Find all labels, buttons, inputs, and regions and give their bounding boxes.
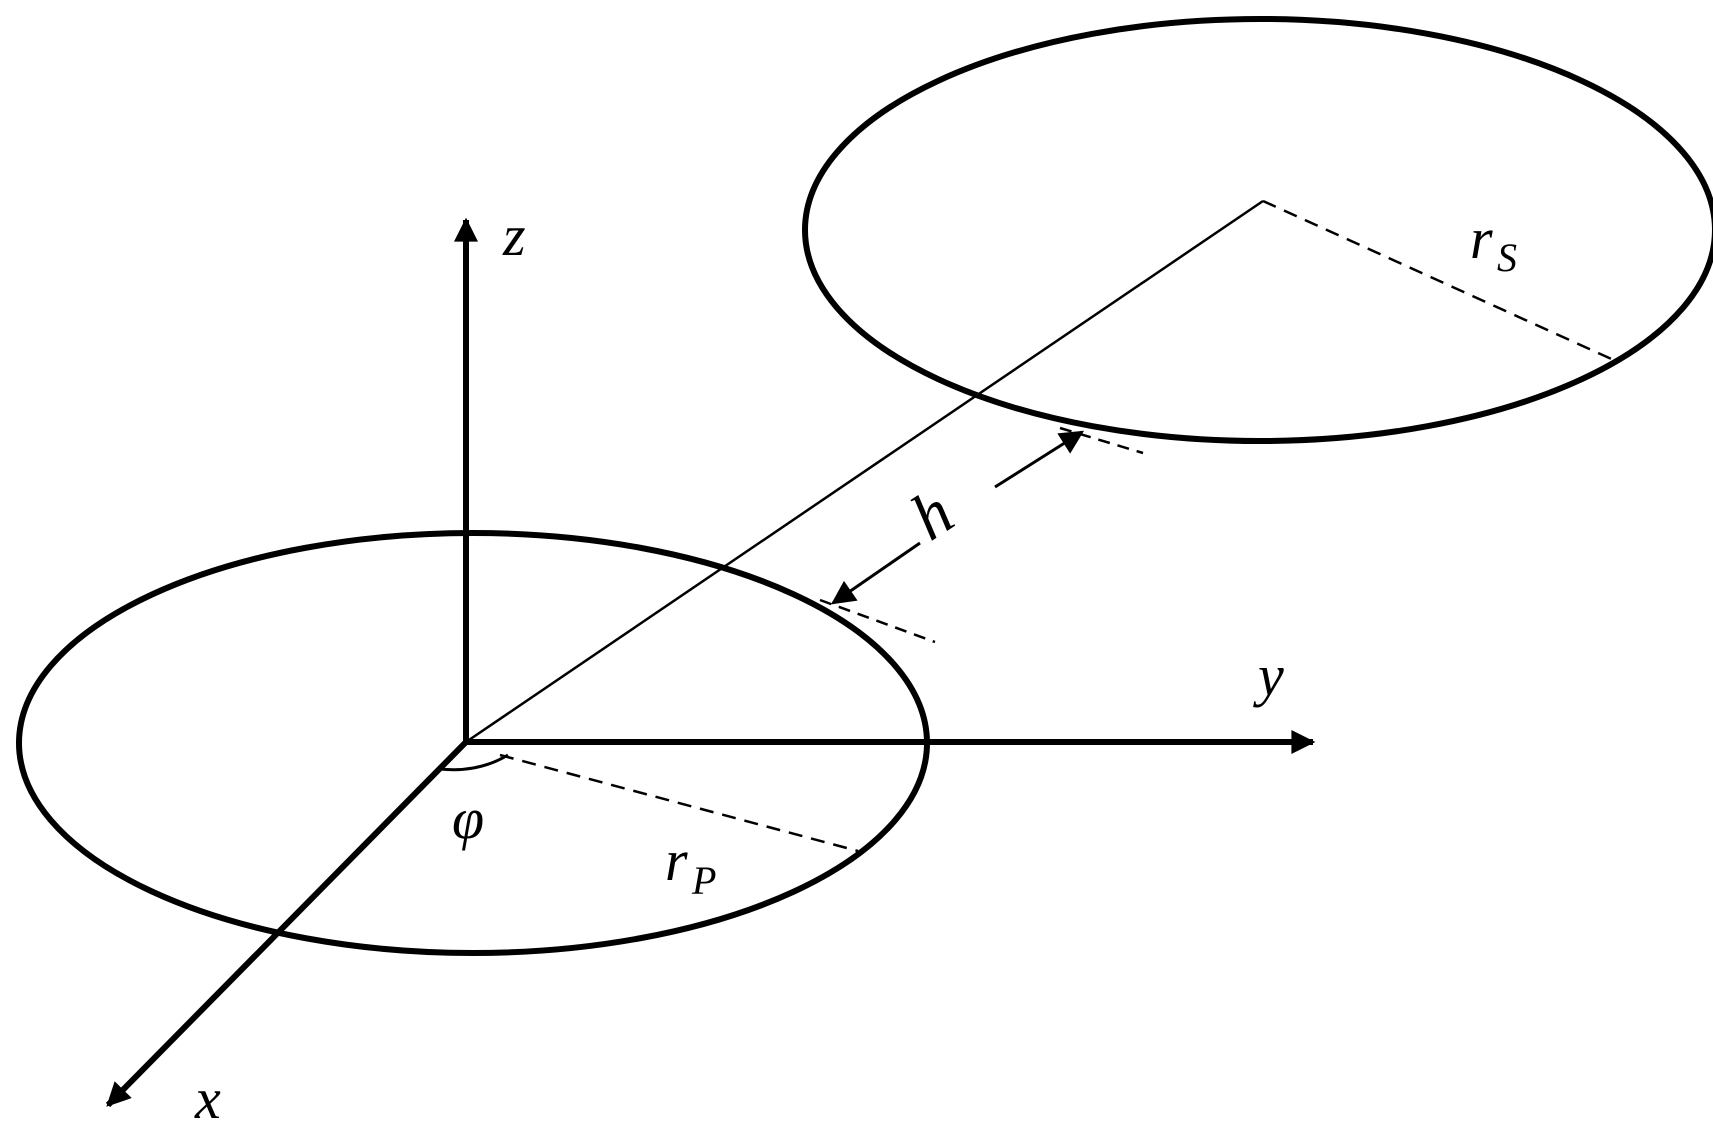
y-axis-label: y — [1253, 643, 1284, 708]
h-extension-lower-dashed-line — [819, 598, 936, 644]
x-axis-arrow — [105, 739, 469, 1108]
radius-p-subscript: P — [691, 858, 716, 903]
distance-h-label: h — [898, 475, 965, 554]
angle-phi-label: φ — [452, 786, 484, 851]
radius-s-label: r S — [1470, 206, 1517, 280]
secondary-coil-ellipse — [802, 16, 1713, 444]
radius-s-subscript: S — [1497, 235, 1517, 280]
z-axis-label: z — [502, 203, 526, 268]
h-extension-upper-dashed-line — [1059, 426, 1144, 455]
radius-p-main: r — [665, 828, 688, 893]
radius-p-label: r P — [665, 828, 716, 903]
angle-phi-arc — [439, 753, 509, 772]
h-arrow-lower — [831, 541, 921, 605]
radius-s-main: r — [1470, 206, 1493, 271]
h-arrow-upper — [994, 430, 1085, 489]
secondary-radius-dashed-line — [1262, 199, 1619, 364]
center-axis-line — [465, 199, 1264, 744]
primary-radius-dashed-line — [499, 753, 859, 853]
x-axis-label: x — [194, 1066, 221, 1126]
